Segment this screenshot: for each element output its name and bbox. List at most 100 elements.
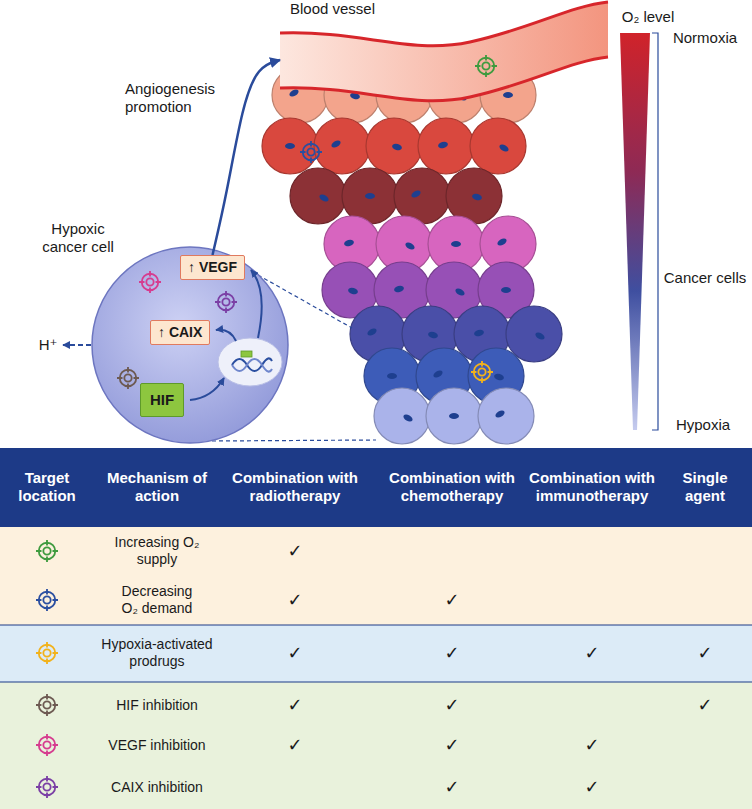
label-holder: Normoxia bbox=[660, 29, 750, 47]
shape-heading: Hypoxic cancer cell bbox=[34, 220, 122, 256]
transcription-factor-box: HIF bbox=[140, 383, 184, 417]
check-mark: ✓ bbox=[437, 734, 467, 756]
table-rule bbox=[0, 682, 752, 683]
box-label: ↑ VEGF bbox=[188, 259, 237, 276]
edge-label: Angiogenesis promotion bbox=[125, 80, 225, 116]
tumour-cell bbox=[426, 388, 482, 444]
cell-nucleus bbox=[391, 143, 402, 151]
cell-nucleus bbox=[402, 413, 414, 423]
label-holder: ✓ bbox=[577, 734, 607, 756]
label-holder: ✓ bbox=[280, 694, 310, 716]
target-icon bbox=[36, 776, 58, 798]
target-icon bbox=[300, 141, 322, 163]
label-holder: ✓ bbox=[690, 642, 720, 664]
label-holder: ✓ bbox=[437, 776, 467, 798]
label-holder: Increasing O₂ supply bbox=[112, 534, 202, 568]
oxygen-bracket bbox=[652, 33, 658, 430]
tumour-cell bbox=[366, 118, 422, 174]
table-header: Mechanism of action bbox=[102, 469, 212, 505]
signal-arrow bbox=[251, 270, 262, 338]
table-band bbox=[0, 527, 752, 625]
label-holder: Target location bbox=[7, 469, 87, 505]
cell-nucleus bbox=[393, 285, 404, 293]
label-holder: O₂ level bbox=[603, 8, 693, 26]
label-holder: ✓ bbox=[280, 642, 310, 664]
table-cell: Increasing O₂ supply bbox=[112, 534, 202, 568]
connector-arrow bbox=[213, 60, 280, 255]
check-mark: ✓ bbox=[437, 589, 467, 611]
label-holder: ✓ bbox=[577, 776, 607, 798]
protein-box: ↑ VEGF bbox=[180, 255, 245, 280]
cell-body bbox=[314, 118, 370, 174]
cell-nucleus bbox=[347, 287, 358, 295]
annotation: Normoxia bbox=[660, 29, 750, 47]
cell-nucleus bbox=[410, 189, 422, 199]
tumour-cell bbox=[374, 388, 430, 444]
cell-nucleus bbox=[501, 287, 511, 293]
table-cell: Decreasing O₂ demand bbox=[112, 583, 202, 617]
label-holder: ✓ bbox=[280, 540, 310, 562]
annotation: H⁺ bbox=[33, 336, 63, 354]
tumour-cell bbox=[478, 388, 534, 444]
cell-nucleus bbox=[449, 413, 459, 419]
label-holder: Combination with radiotherapy bbox=[220, 469, 370, 505]
check-mark: ✓ bbox=[280, 734, 310, 756]
label-holder: ✓ bbox=[577, 642, 607, 664]
cell-body bbox=[478, 388, 534, 444]
table-header: Target location bbox=[7, 469, 87, 505]
tumour-cell bbox=[314, 118, 370, 174]
tumour-cell bbox=[290, 168, 346, 224]
target-icon bbox=[139, 271, 161, 293]
label-holder: CAIX inhibition bbox=[97, 779, 217, 796]
cell-body bbox=[506, 306, 562, 362]
cell-nucleus bbox=[451, 241, 461, 247]
hre-element bbox=[241, 351, 252, 357]
cell-nucleus bbox=[404, 241, 416, 251]
table-band bbox=[0, 682, 752, 809]
label-holder: Combination with chemotherapy bbox=[382, 469, 522, 505]
check-mark: ✓ bbox=[437, 694, 467, 716]
cell-nucleus bbox=[427, 331, 438, 339]
cell-nucleus bbox=[387, 373, 397, 379]
check-mark: ✓ bbox=[577, 734, 607, 756]
tumour-cell bbox=[470, 118, 526, 174]
table-header: Combination with chemotherapy bbox=[382, 469, 522, 505]
cell-nucleus bbox=[493, 373, 504, 381]
signal-arrow bbox=[216, 330, 236, 341]
label-holder: HIF inhibition bbox=[97, 697, 217, 714]
cell-nucleus bbox=[285, 143, 295, 149]
check-mark: ✓ bbox=[280, 540, 310, 562]
cell-membrane bbox=[92, 247, 288, 443]
shape-heading: Blood vessel bbox=[290, 0, 410, 18]
cell-nucleus bbox=[365, 193, 375, 199]
label-holder: Hypoxia-activated prodrugs bbox=[95, 636, 220, 670]
cell-nucleus bbox=[437, 141, 448, 149]
cell-nucleus bbox=[454, 287, 466, 297]
annotation: Cancer cells bbox=[655, 269, 752, 287]
cell-nucleus bbox=[473, 329, 484, 337]
target-icon bbox=[475, 55, 497, 77]
label-holder: VEGF inhibition bbox=[97, 737, 217, 754]
proton-arrow bbox=[63, 344, 91, 346]
dna-strand bbox=[232, 359, 272, 372]
table-cell: CAIX inhibition bbox=[97, 779, 217, 796]
cell-body bbox=[418, 118, 474, 174]
oxygen-gradient-bar bbox=[620, 33, 650, 430]
protein-box: ↑ CAIX bbox=[150, 320, 210, 345]
label-holder: ✓ bbox=[437, 734, 467, 756]
blood-vessel-shape bbox=[280, 0, 610, 120]
label-holder: ✓ bbox=[437, 642, 467, 664]
cell-nucleus bbox=[534, 331, 546, 341]
vessel-wall bbox=[280, 57, 608, 101]
tumour-cell bbox=[262, 118, 318, 174]
target-icon bbox=[36, 694, 58, 716]
cell-nucleus bbox=[503, 92, 513, 98]
check-mark: ✓ bbox=[577, 776, 607, 798]
cell-nucleus bbox=[318, 193, 330, 203]
annotation: Hypoxia bbox=[658, 416, 748, 434]
cell-body bbox=[374, 388, 430, 444]
blood-vessel: Blood vessel bbox=[280, 0, 610, 120]
table-header: Combination with immunotherapy bbox=[522, 469, 662, 505]
label-holder: Angiogenesis promotion bbox=[125, 80, 225, 116]
